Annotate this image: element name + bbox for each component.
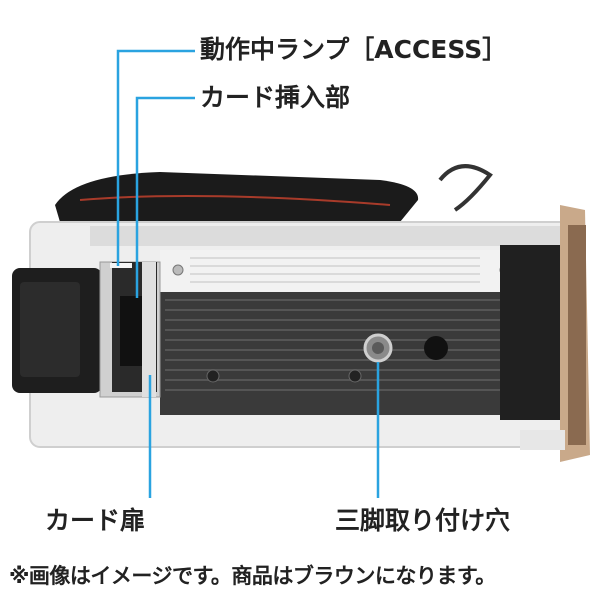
label-access-lamp: 動作中ランプ［ACCESS］	[200, 35, 508, 64]
label-tripod-hole: 三脚取り付け穴	[335, 506, 511, 535]
screw-icon	[172, 264, 184, 276]
lens-front	[568, 225, 586, 445]
plate-grooves	[165, 299, 500, 391]
image-note: ※画像はイメージです。商品はブラウンになります。	[9, 564, 496, 588]
label-card-slot: カード挿入部	[200, 83, 351, 112]
leader-lines	[116, 49, 380, 498]
leader-slot	[135, 96, 195, 298]
label-card-door: カード扉	[45, 506, 146, 535]
strap-loop	[438, 164, 493, 212]
tripod-hole-center	[372, 342, 384, 354]
plate-upper-white	[160, 250, 505, 292]
upper-ribs	[190, 257, 480, 283]
leader-access	[116, 49, 195, 266]
strap-stitching	[79, 195, 391, 206]
body-top-edge	[90, 226, 560, 246]
screw-icon	[206, 369, 220, 383]
viewfinder-inner	[20, 282, 80, 377]
access-lamp	[110, 263, 132, 268]
screw-icon	[348, 369, 362, 383]
positioning-hole	[424, 336, 448, 360]
card-door-edge	[142, 262, 156, 397]
lens-base	[520, 430, 565, 450]
